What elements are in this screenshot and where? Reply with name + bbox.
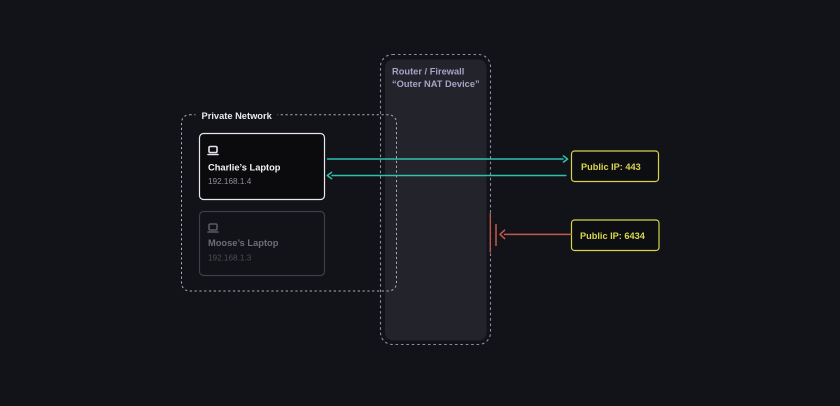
svg-text:Public IP: 6434: Public IP: 6434	[580, 231, 646, 241]
svg-text:“Outer NAT Device”: “Outer NAT Device”	[392, 79, 480, 89]
svg-text:Charlie’s Laptop: Charlie’s Laptop	[208, 163, 281, 173]
svg-text:Router / Firewall: Router / Firewall	[392, 67, 464, 77]
svg-text:192.168.1.4: 192.168.1.4	[208, 177, 252, 186]
svg-text:Private Network: Private Network	[202, 111, 273, 121]
svg-text:Moose’s Laptop: Moose’s Laptop	[208, 238, 279, 248]
svg-text:192.168.1.3: 192.168.1.3	[208, 254, 252, 263]
svg-text:Public IP: 443: Public IP: 443	[581, 162, 641, 172]
